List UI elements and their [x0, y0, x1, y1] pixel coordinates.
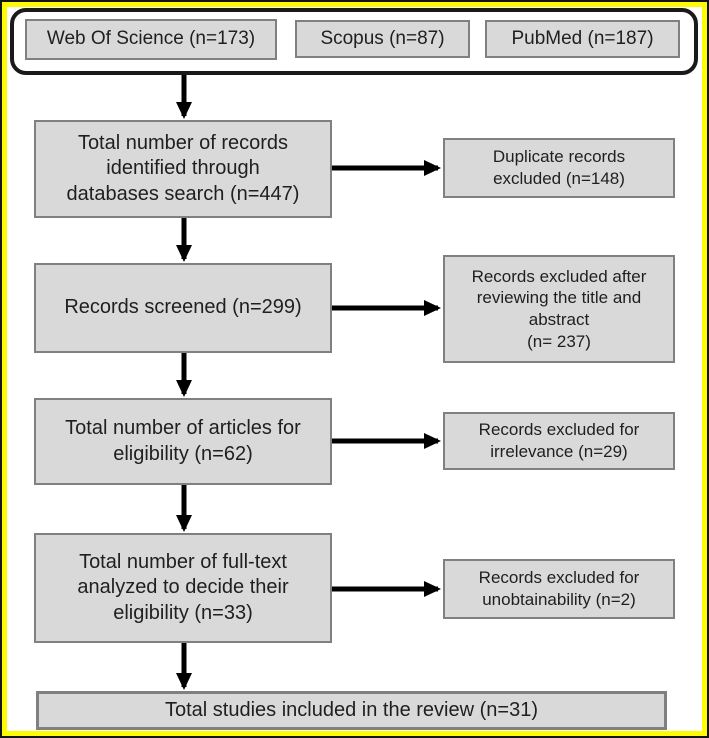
exclusion-label-title-abstract: Records excluded after reviewing the tit…	[471, 266, 647, 351]
flow-label-articles-eligibility: Total number of articles for eligibility…	[65, 416, 301, 465]
flow-box-records-identified: Total number of records identified throu…	[34, 120, 332, 218]
exclusion-label-duplicates: Duplicate records excluded (n=148)	[492, 147, 626, 188]
flow-label-records-screened: Records screened (n=299)	[64, 296, 302, 319]
flow-box-studies-included: Total studies included in the review (n=…	[36, 691, 667, 730]
exclusion-label-unobtainable: Records excluded for unobtainability (n=…	[478, 568, 640, 609]
source-box-pubmed: PubMed (n=187)	[485, 20, 680, 58]
exclusion-label-irrelevance: Records excluded for irrelevance (n=29)	[478, 420, 640, 461]
exclusion-box-unobtainable: Records excluded for unobtainability (n=…	[443, 559, 675, 619]
exclusion-box-title-abstract: Records excluded after reviewing the tit…	[443, 255, 675, 363]
flow-label-studies-included: Total studies included in the review (n=…	[165, 698, 538, 721]
source-box-web-of-science: Web Of Science (n=173)	[25, 19, 277, 60]
exclusion-box-duplicates: Duplicate records excluded (n=148)	[443, 138, 675, 198]
source-box-scopus: Scopus (n=87)	[295, 20, 470, 58]
flow-label-records-identified: Total number of records identified throu…	[66, 131, 300, 205]
flow-box-articles-eligibility: Total number of articles for eligibility…	[34, 398, 332, 485]
exclusion-box-irrelevance: Records excluded for irrelevance (n=29)	[443, 412, 675, 470]
flow-box-fulltext-analyzed: Total number of full-text analyzed to de…	[34, 533, 332, 643]
flow-box-records-screened: Records screened (n=299)	[34, 263, 332, 353]
source-label-scopus: Scopus (n=87)	[320, 27, 445, 49]
flow-label-fulltext-analyzed: Total number of full-text analyzed to de…	[77, 550, 289, 624]
source-label-pubmed: PubMed (n=187)	[511, 27, 654, 49]
source-label-web-of-science: Web Of Science (n=173)	[46, 28, 256, 50]
